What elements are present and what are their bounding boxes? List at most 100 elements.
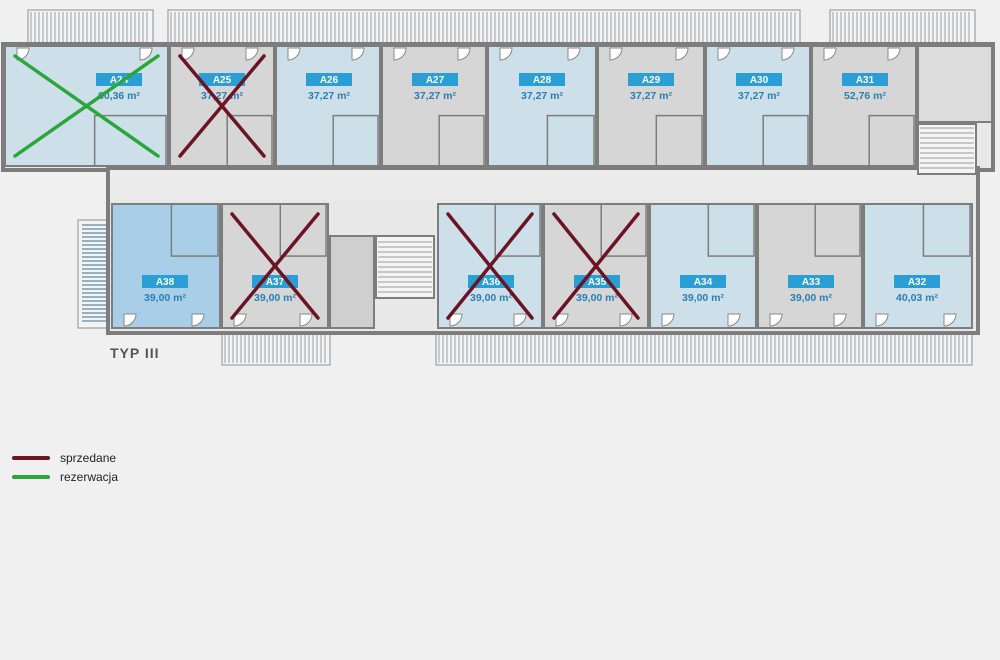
unit-a27: A27 37,27 m² (381, 45, 487, 167)
unit-area: 39,00 m² (470, 292, 513, 304)
door-swing (675, 47, 689, 61)
legend-label-reserved: rezerwacja (60, 469, 119, 484)
door-swing (299, 313, 313, 327)
legend-swatch-sold (12, 455, 50, 460)
room-corner-right (917, 45, 993, 123)
legend: sprzedane rezerwacja (12, 448, 118, 486)
status-mark-a25 (178, 54, 266, 158)
door-swing (769, 313, 783, 327)
unit-code: A34 (694, 277, 713, 288)
unit-area: 52,76 m² (844, 90, 887, 102)
bathroom-partition (707, 203, 755, 257)
unit-a34: A34 39,00 m² (649, 203, 757, 329)
status-mark-a37 (230, 212, 320, 320)
unit-area: 37,27 m² (414, 90, 457, 102)
unit-room (111, 203, 221, 329)
bathroom-partition (494, 203, 541, 257)
door-swing (393, 47, 407, 61)
unit-area: 39,00 m² (682, 292, 725, 304)
unit-code: A25 (213, 75, 232, 86)
cross-stroke (230, 212, 320, 320)
unit-area: 40,03 m² (896, 292, 939, 304)
unit-room (757, 203, 863, 329)
unit-label-box (142, 275, 188, 288)
door-swing (191, 313, 205, 327)
balcony-bottom-left (221, 332, 331, 366)
unit-code: A27 (426, 75, 445, 86)
legend-item-reserved: rezerwacja (12, 467, 118, 486)
status-marks-layer (13, 54, 640, 320)
unit-a32: A32 40,03 m² (863, 203, 973, 329)
unit-code: A36 (482, 277, 501, 288)
unit-area: 37,27 m² (521, 90, 564, 102)
unit-area: 39,00 m² (790, 292, 833, 304)
unit-label-box (680, 275, 726, 288)
unit-label-box (788, 275, 834, 288)
door-swing (123, 313, 137, 327)
door-swing (943, 313, 957, 327)
door-swing (823, 47, 837, 61)
unit-a26: A26 37,27 m² (275, 45, 381, 167)
unit-area: 37,27 m² (738, 90, 781, 102)
door-swing (499, 47, 513, 61)
legend-item-sold: sprzedane (12, 448, 118, 467)
cross-stroke (13, 54, 160, 158)
door-swing (781, 47, 795, 61)
unit-area: 39,00 m² (144, 292, 187, 304)
door-swing (245, 47, 259, 61)
unit-label-box (519, 73, 565, 86)
bathroom-partition (655, 114, 703, 167)
door-swing (555, 313, 569, 327)
unit-room (811, 45, 917, 167)
bathroom-partition (762, 114, 809, 167)
unit-room (487, 45, 597, 167)
unit-code: A37 (266, 277, 285, 288)
unit-code: A26 (320, 75, 339, 86)
bathroom-partition (868, 114, 915, 167)
cross-stroke (178, 54, 266, 158)
door-swing (875, 313, 889, 327)
bathroom-partition (226, 114, 273, 167)
shaft-core (329, 235, 375, 329)
bathroom-partition (600, 203, 647, 257)
door-swing (727, 313, 741, 327)
unit-label-box (894, 275, 940, 288)
unit-room (705, 45, 811, 167)
door-swing (661, 313, 675, 327)
unit-code: A35 (588, 277, 607, 288)
unit-area: 37,27 m² (630, 90, 673, 102)
bathroom-partition (332, 114, 379, 167)
unit-label-box (412, 73, 458, 86)
unit-label-box (306, 73, 352, 86)
unit-label-box (736, 73, 782, 86)
unit-a30: A30 37,27 m² (705, 45, 811, 167)
door-swing (233, 313, 247, 327)
door-swing (139, 47, 153, 61)
unit-room (597, 45, 705, 167)
cross-stroke (446, 212, 534, 320)
status-mark-a35 (552, 212, 640, 320)
bathroom-partition (170, 203, 219, 257)
unit-label-box (199, 73, 245, 86)
bathroom-partition (922, 203, 971, 257)
unit-code: A28 (533, 75, 552, 86)
balcony-top-right (829, 9, 976, 45)
unit-code: A32 (908, 277, 927, 288)
unit-room (863, 203, 973, 329)
door-swing (457, 47, 471, 61)
door-swing (887, 47, 901, 61)
door-swing (619, 313, 633, 327)
door-swing (16, 47, 30, 61)
bathroom-partition (814, 203, 861, 257)
balcony-top-left (27, 9, 154, 45)
cross-stroke (552, 212, 640, 320)
door-swing (717, 47, 731, 61)
unit-area: 37,27 m² (308, 90, 351, 102)
unit-a28: A28 37,27 m² (487, 45, 597, 167)
unit-area: 39,00 m² (576, 292, 619, 304)
unit-code: A30 (750, 75, 769, 86)
unit-code: A33 (802, 277, 821, 288)
